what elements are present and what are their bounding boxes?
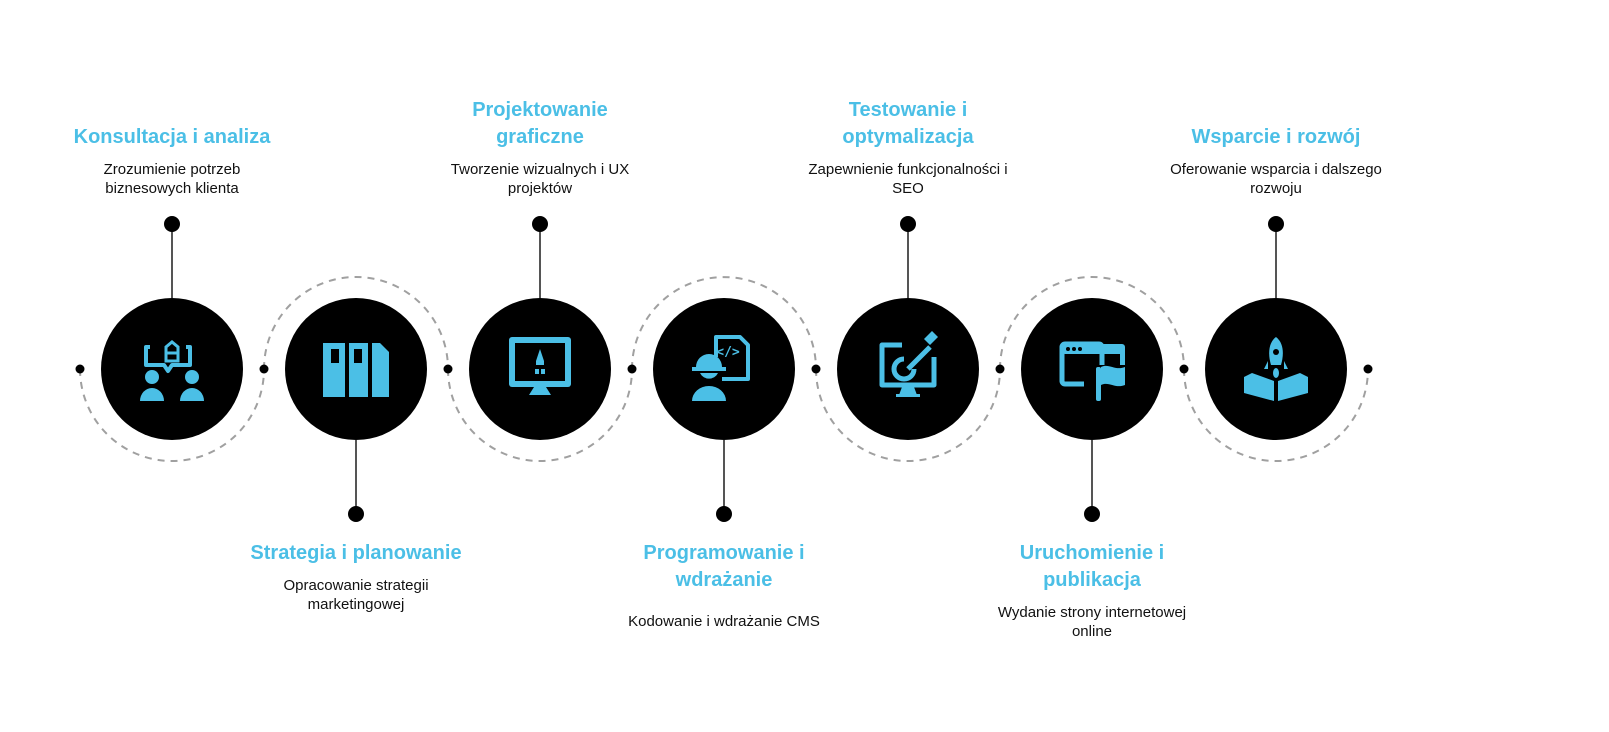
- step-description: Opracowanie strategii marketingowej: [283, 577, 429, 613]
- timeline-dot: [443, 364, 453, 374]
- timeline-dot: [995, 364, 1005, 374]
- step-title: Testowanie i optymalizacja: [842, 99, 974, 148]
- connector-dot: [164, 216, 180, 232]
- step-title: Strategia i planowanie: [250, 542, 462, 564]
- timeline-dot: [259, 364, 269, 374]
- step-circle: [101, 298, 243, 440]
- connector-dot: [532, 216, 548, 232]
- consultation-icon: [140, 340, 204, 401]
- connector-dot: [1084, 506, 1100, 522]
- step-description: Wydanie strony internetowej online: [997, 604, 1187, 640]
- step-description: Zapewnienie funkcjonalności i SEO: [808, 161, 1008, 197]
- step-description: Oferowanie wsparcia i dalszego rozwoju: [1170, 161, 1382, 197]
- dashed-arc: [447, 368, 633, 462]
- timeline-dot: [1179, 364, 1189, 374]
- dashed-arc: [1183, 368, 1369, 462]
- step-description: Kodowanie i wdrażanie CMS: [628, 613, 820, 630]
- dashed-arc: [815, 368, 1001, 462]
- dashed-arc: [631, 276, 817, 370]
- timeline-dot: [627, 364, 637, 374]
- step-circle: [1021, 298, 1163, 440]
- timeline-dot: [75, 364, 85, 374]
- step-title: Projektowanie graficzne: [472, 99, 608, 148]
- monitor-rocket-icon: [509, 337, 571, 395]
- connector-dot: [348, 506, 364, 522]
- step-description: Zrozumienie potrzeb biznesowych klienta: [103, 161, 241, 197]
- step-title: Wsparcie i rozwój: [1191, 126, 1361, 148]
- strategy-bars-icon: [323, 343, 389, 397]
- browser-flag-icon: [1059, 341, 1125, 401]
- step-title: Konsultacja i analiza: [73, 126, 271, 148]
- connector-dot: [1268, 216, 1284, 232]
- monitor-target-icon: [879, 331, 938, 397]
- dashed-arc: [79, 368, 265, 462]
- dashed-arc: [263, 276, 449, 370]
- timeline-dot: [811, 364, 821, 374]
- connector-dot: [900, 216, 916, 232]
- timeline-dot: [1363, 364, 1373, 374]
- developer-code-icon: </>: [692, 335, 750, 401]
- step-title: Programowanie i wdrażanie: [643, 542, 805, 591]
- step-title: Uruchomienie i publikacja: [1019, 542, 1165, 591]
- dashed-arc: [999, 276, 1185, 370]
- step-description: Tworzenie wizualnych i UX projektów: [450, 161, 630, 197]
- svg-text:</>: </>: [716, 345, 740, 360]
- connector-dot: [716, 506, 732, 522]
- rocket-launch-icon: [1244, 337, 1308, 401]
